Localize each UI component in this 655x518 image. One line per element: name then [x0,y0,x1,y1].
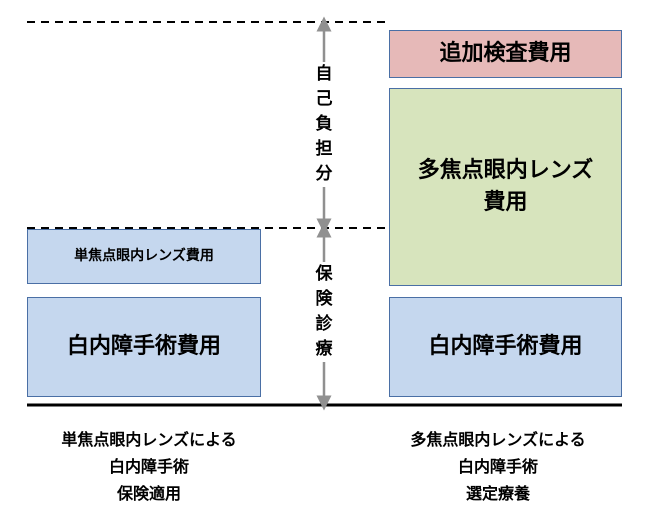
insurance-char: 険 [315,289,333,309]
right-caption-line3: 選定療養 [465,484,530,503]
insurance-char: 診 [315,314,333,334]
self-pay-char: 負 [315,114,333,134]
right-caption-line2: 白内障手術 [457,457,538,476]
multifocal-lens-cost-label: 多焦点眼内レンズ 費用 [418,155,594,219]
right-caption: 多焦点眼内レンズによる 白内障手術 選定療養 [348,426,648,507]
cataract-surgery-cost-label-left: 白内障手術費用 [66,334,221,360]
cataract-surgery-cost-box-right: 白内障手術費用 [389,297,622,397]
insurance-covered-label: 保 険 診 療 [312,262,336,362]
cataract-surgery-cost-box-left: 白内障手術費用 [27,297,261,397]
self-pay-char: 分 [315,164,333,184]
left-caption: 単焦点眼内レンズによる 白内障手術 保険適用 [10,426,288,507]
monofocal-lens-cost-box: 単焦点眼内レンズ費用 [27,229,261,284]
self-pay-char: 自 [315,64,333,84]
left-caption-line1: 単焦点眼内レンズによる [61,430,237,449]
insurance-char: 療 [315,339,333,359]
left-caption-line2: 白内障手術 [108,457,189,476]
left-caption-line3: 保険適用 [116,484,181,503]
cataract-surgery-cost-label-right: 白内障手術費用 [428,334,583,360]
multifocal-lens-cost-line2: 費用 [483,190,528,215]
self-pay-char: 担 [315,139,333,159]
multifocal-lens-cost-box: 多焦点眼内レンズ 費用 [389,88,622,286]
multifocal-lens-cost-line1: 多焦点眼内レンズ [417,158,594,184]
additional-exam-cost-label: 追加検査費用 [439,41,572,67]
right-caption-line1: 多焦点眼内レンズによる [410,430,586,449]
monofocal-lens-cost-label: 単焦点眼内レンズ費用 [74,248,214,265]
self-pay-char: 己 [315,89,333,109]
additional-exam-cost-box: 追加検査費用 [389,30,622,78]
insurance-char: 保 [315,264,333,284]
self-pay-label: 自 己 負 担 分 [312,62,336,187]
